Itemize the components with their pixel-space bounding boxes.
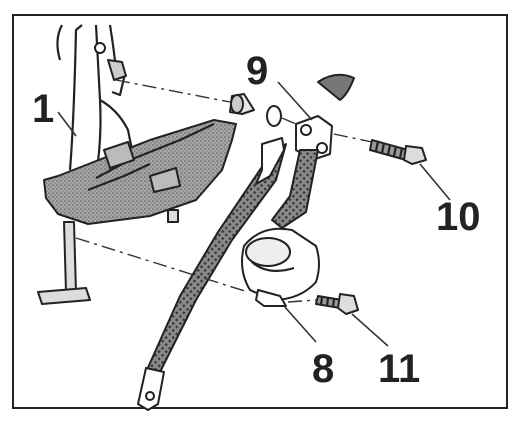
callout-10: 10 bbox=[436, 195, 481, 239]
retractor-bolt-11 bbox=[315, 293, 359, 315]
leader-11 bbox=[351, 313, 389, 347]
leader-1 bbox=[57, 111, 77, 137]
alignment-line-upper bbox=[115, 79, 231, 103]
trim-cover bbox=[317, 73, 355, 101]
leader-8 bbox=[283, 305, 317, 343]
callout-9: 9 bbox=[246, 49, 268, 93]
belt-end-fitting bbox=[137, 367, 165, 411]
seat-frame bbox=[37, 24, 237, 305]
belt-guide bbox=[255, 137, 285, 185]
callout-8: 8 bbox=[312, 347, 334, 391]
anchor-bolt-10 bbox=[369, 139, 427, 165]
alignment-line-anchor bbox=[281, 117, 373, 143]
belt-retractor bbox=[241, 227, 320, 307]
washer bbox=[266, 105, 282, 127]
callout-11: 11 bbox=[378, 347, 420, 391]
spacer-bush bbox=[229, 93, 255, 115]
leader-9 bbox=[277, 81, 313, 121]
alignment-line-bolt11 bbox=[287, 299, 317, 303]
alignment-line-lower bbox=[75, 237, 249, 293]
belt-webbing-lower bbox=[145, 143, 287, 377]
leader-10 bbox=[419, 163, 451, 201]
callout-1: 1 bbox=[32, 87, 54, 131]
